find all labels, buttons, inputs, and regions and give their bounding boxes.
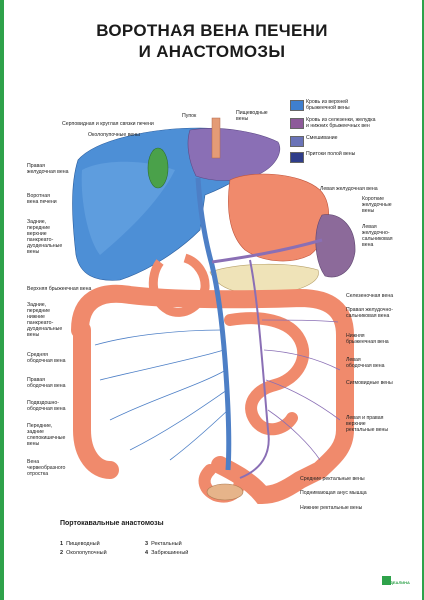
label-levaya-obodochnaya: Левая ободочная вена bbox=[346, 357, 385, 369]
title-line-1: ВОРОТНАЯ ВЕНА ПЕЧЕНИ bbox=[96, 21, 328, 40]
legend-item: Кровь из селезенки, желудка и нижних бры… bbox=[290, 116, 420, 130]
label-selezenochnaya: Селезеночная вена bbox=[346, 293, 394, 299]
label-pupok: Пупок bbox=[182, 113, 197, 119]
anastomosis-text: Забрюшинный bbox=[151, 550, 189, 556]
label-chervoobraznogo: Вена червеобразного отростка bbox=[27, 459, 66, 477]
label-verkhnyaya-bryzheechnaya: Верхняя брыжеечная вена bbox=[27, 286, 92, 292]
anastomosis-num: 1 bbox=[60, 541, 64, 547]
label-okolopupochnye: Околопупочные вены bbox=[88, 132, 140, 138]
brand-logo-icon bbox=[382, 576, 391, 585]
anastomosis-num: 3 bbox=[145, 541, 149, 547]
label-slepokishechnye: Передние, задние слепокишечные вены bbox=[27, 423, 66, 447]
anastomosis-num: 2 bbox=[60, 550, 64, 556]
anastomosis-text: Околопупочный bbox=[66, 550, 107, 556]
poster-title: ВОРОТНАЯ ВЕНА ПЕЧЕНИ И АНАСТОМОЗЫ bbox=[40, 20, 384, 62]
brand-name: ДЕАЛИНА bbox=[390, 580, 410, 585]
liver-left-lobe bbox=[187, 128, 281, 181]
legend-swatch bbox=[290, 136, 304, 147]
label-pishchevodnye: Пищеводные вены bbox=[236, 110, 268, 122]
legend-text: Смешивание bbox=[306, 135, 338, 141]
legend-text: Кровь из верхней брыжеечной вены bbox=[306, 99, 350, 111]
liver-right-lobe-shade bbox=[81, 161, 175, 255]
legend-item: Притоки полой вены bbox=[290, 150, 420, 164]
left-border bbox=[0, 0, 4, 600]
anastomoses-title: Портокавальные анастомозы bbox=[60, 520, 164, 527]
portal-vein bbox=[195, 177, 232, 471]
label-zadnie-nizhnie: Задние, передние нижние панкреато- дуоде… bbox=[27, 302, 63, 338]
legend-swatch bbox=[290, 100, 304, 111]
anastomosis-text: Ректальный bbox=[151, 541, 182, 547]
label-levaya-salnikovaya: Левая желудочно- сальниковая вена bbox=[362, 224, 393, 248]
duodenum bbox=[148, 253, 210, 317]
label-nizhnie-rektalnye: Нижние ректальные вены bbox=[300, 505, 363, 511]
esophagus bbox=[211, 117, 221, 159]
stomach bbox=[228, 173, 330, 262]
label-vorotnaya: Воротная вена печени bbox=[27, 193, 57, 205]
ascending-colon bbox=[73, 321, 119, 479]
label-nizhnyaya-bryzheechnaya: Нижняя брыжеечная вена bbox=[346, 333, 389, 345]
legend-text: Притоки полой вены bbox=[306, 151, 356, 157]
title-line-2: И АНАСТОМОЗЫ bbox=[138, 42, 286, 61]
label-sigmovidnye: Сигмовидные вены bbox=[346, 380, 393, 386]
label-srednie-rektalnye: Средние ректальные вены bbox=[300, 476, 365, 482]
splenic-vein bbox=[211, 238, 323, 264]
label-rektalnye: Левая и правая верхние ректальные вены bbox=[346, 415, 389, 433]
legend-swatch bbox=[290, 118, 304, 129]
label-serpovidnaya: Серповидная и круглая связки печени bbox=[62, 121, 154, 127]
inferior-mesenteric-vein bbox=[239, 259, 270, 479]
legend-item: Смешивание bbox=[290, 134, 420, 148]
label-pravaya-salnikovaya: Правая желудочно- сальниковая вена bbox=[346, 307, 393, 319]
spleen bbox=[315, 214, 356, 278]
label-podvzdoshno: Подвздошно- ободочная вена bbox=[27, 400, 66, 412]
colon bbox=[71, 284, 354, 505]
left-mesenteric-branches bbox=[261, 319, 341, 461]
small-intestine bbox=[224, 312, 310, 436]
legend-item: Кровь из верхней брыжеечной вены bbox=[290, 98, 420, 112]
label-pravaya-obodochnaya: Правая ободочная вена bbox=[27, 377, 66, 389]
label-pravaya-zheludochnaya: Правая желудочная вена bbox=[27, 163, 69, 175]
label-levaya-zheludochnaya: Левая желудочная вена bbox=[320, 186, 378, 192]
label-zadnie-verkhnie: Задние, передние верхние панкреато- дуод… bbox=[27, 219, 63, 255]
anastomosis-text: Пищеводный bbox=[66, 541, 100, 547]
right-border bbox=[422, 0, 424, 600]
label-korotkie: Короткие желудочные вены bbox=[362, 196, 392, 214]
label-srednyaya-obodochnaya: Средняя ободочная вена bbox=[27, 352, 66, 364]
label-podnimayushchaya: Поднимающая анус мышца bbox=[300, 490, 367, 496]
gallbladder bbox=[147, 147, 169, 189]
mesenteric-branches bbox=[94, 329, 229, 461]
legend-swatch bbox=[290, 152, 304, 163]
anastomosis-num: 4 bbox=[145, 550, 149, 556]
legend-text: Кровь из селезенки, желудка и нижних бры… bbox=[306, 117, 376, 129]
anus bbox=[206, 483, 244, 501]
